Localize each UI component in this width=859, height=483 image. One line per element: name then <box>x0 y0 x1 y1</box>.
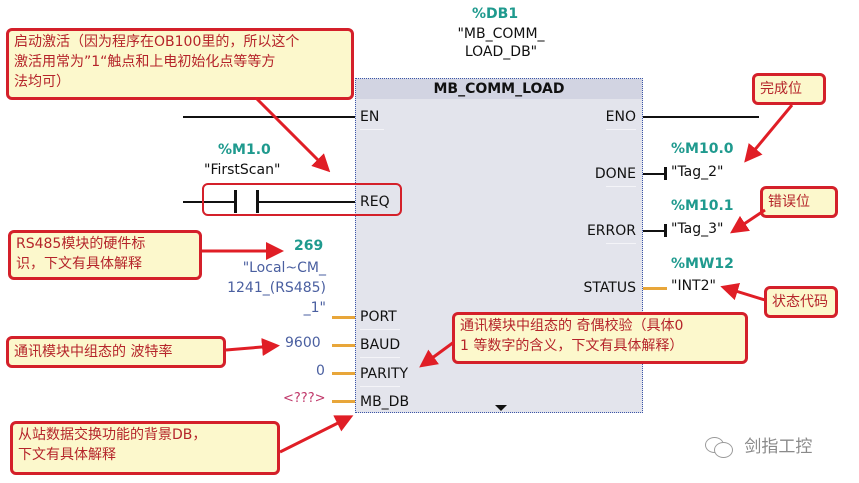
pin-eno: ENO <box>605 109 636 125</box>
callout-parity-line2: 1 等数字的含义，下文有具体解释） <box>460 338 684 354</box>
done-address: %M10.0 <box>671 141 734 157</box>
req-address: %M1.0 <box>218 142 271 158</box>
wechat-icon <box>705 437 733 458</box>
req-tag: "FirstScan" <box>204 162 281 178</box>
callout-port-line2: 识，下文有具体解释 <box>16 256 142 272</box>
port-value: 269 <box>294 238 324 254</box>
parity-value: 0 <box>316 363 325 379</box>
error-address: %M10.1 <box>671 198 734 214</box>
req-wire-left <box>183 201 235 203</box>
eno-wire <box>643 116 759 118</box>
pin-mb-db: MB_DB <box>360 394 410 410</box>
callout-baud-text: 通讯模块中组态的 波特率 <box>14 344 173 360</box>
watermark-text: 剑指工控 <box>744 437 813 457</box>
contact-left-bar <box>234 190 237 213</box>
callout-done: 完成位 <box>752 73 826 105</box>
baud-value: 9600 <box>285 335 321 351</box>
instance-db-name: "MB_COMM_ LOAD_DB" <box>446 25 556 61</box>
port-tag-line1: "Local~CM_ <box>242 260 326 276</box>
en-wire <box>183 116 355 118</box>
port-tag-line2: 1241_(RS485) <box>227 280 326 296</box>
callout-mbdb-line1: 从站数据交换功能的背景DB， <box>18 427 207 443</box>
contact-right-bar <box>256 190 259 213</box>
callout-baud: 通讯模块中组态的 波特率 <box>6 336 226 368</box>
req-wire-right <box>258 201 355 203</box>
arrow-mb-db <box>279 415 354 454</box>
callout-parity-line1: 通讯模块中组态的 奇偶校验（具体0 <box>460 318 684 334</box>
done-wire <box>643 173 665 175</box>
status-address: %MW12 <box>671 256 734 272</box>
pin-baud: BAUD <box>360 337 401 353</box>
callout-port: RS485模块的硬件标 识，下文有具体解释 <box>8 230 202 280</box>
instance-db-name-line1: "MB_COMM_ <box>457 26 545 42</box>
req-highlight-box <box>202 183 402 216</box>
arrow-status <box>720 282 766 302</box>
baud-wire <box>332 344 355 347</box>
status-tag: "INT2" <box>671 278 716 294</box>
instance-db-address: %DB1 <box>472 6 519 22</box>
callout-mb-db: 从站数据交换功能的背景DB， 下文有具体解释 <box>10 421 280 475</box>
callout-req: 启动激活（因为程序在OB100里的，所以这个 激活用常为”1“触点和上电初始化点… <box>6 28 354 100</box>
mb-db-value[interactable]: <???> <box>283 391 326 406</box>
callout-port-line1: RS485模块的硬件标 <box>16 236 146 252</box>
block-title: MB_COMM_LOAD <box>356 79 642 99</box>
callout-status: 状态代码 <box>764 286 838 318</box>
mb-db-wire <box>332 400 355 403</box>
pin-status: STATUS <box>583 280 636 296</box>
callout-error-text: 错误位 <box>768 194 810 210</box>
pin-done: DONE <box>594 166 636 182</box>
watermark: 剑指工控 <box>705 432 813 458</box>
callout-parity: 通讯模块中组态的 奇偶校验（具体0 1 等数字的含义，下文有具体解释） <box>452 312 748 364</box>
callout-req-line3: 法均可） <box>14 74 70 90</box>
arrow-baud <box>225 338 280 356</box>
done-tag: "Tag_2" <box>671 164 724 180</box>
done-wire-end <box>664 167 667 180</box>
port-wire <box>332 316 355 319</box>
triangle-down-icon[interactable] <box>495 405 507 411</box>
pin-error: ERROR <box>586 223 636 239</box>
pin-en: EN <box>360 109 380 125</box>
callout-mbdb-line2: 下文有具体解释 <box>18 447 116 463</box>
error-tag: "Tag_3" <box>671 221 724 237</box>
parity-wire <box>332 372 355 375</box>
callout-done-text: 完成位 <box>760 81 802 97</box>
pin-port: PORT <box>360 309 397 325</box>
callout-error: 错误位 <box>760 186 838 218</box>
callout-req-line2: 激活用常为”1“触点和上电初始化点等等方 <box>14 54 276 70</box>
status-wire <box>643 287 667 290</box>
port-tag-line3: _1" <box>303 300 326 316</box>
pin-req: REQ <box>360 194 390 210</box>
callout-status-text: 状态代码 <box>772 294 828 310</box>
error-wire <box>643 230 665 232</box>
instance-db-name-line2: LOAD_DB" <box>464 44 538 60</box>
error-wire-end <box>664 224 667 237</box>
port-tag: "Local~CM_ 1241_(RS485) _1" <box>210 258 326 318</box>
callout-req-line1: 启动激活（因为程序在OB100里的，所以这个 <box>14 34 300 50</box>
arrow-done <box>744 104 794 163</box>
pin-parity: PARITY <box>360 366 409 382</box>
